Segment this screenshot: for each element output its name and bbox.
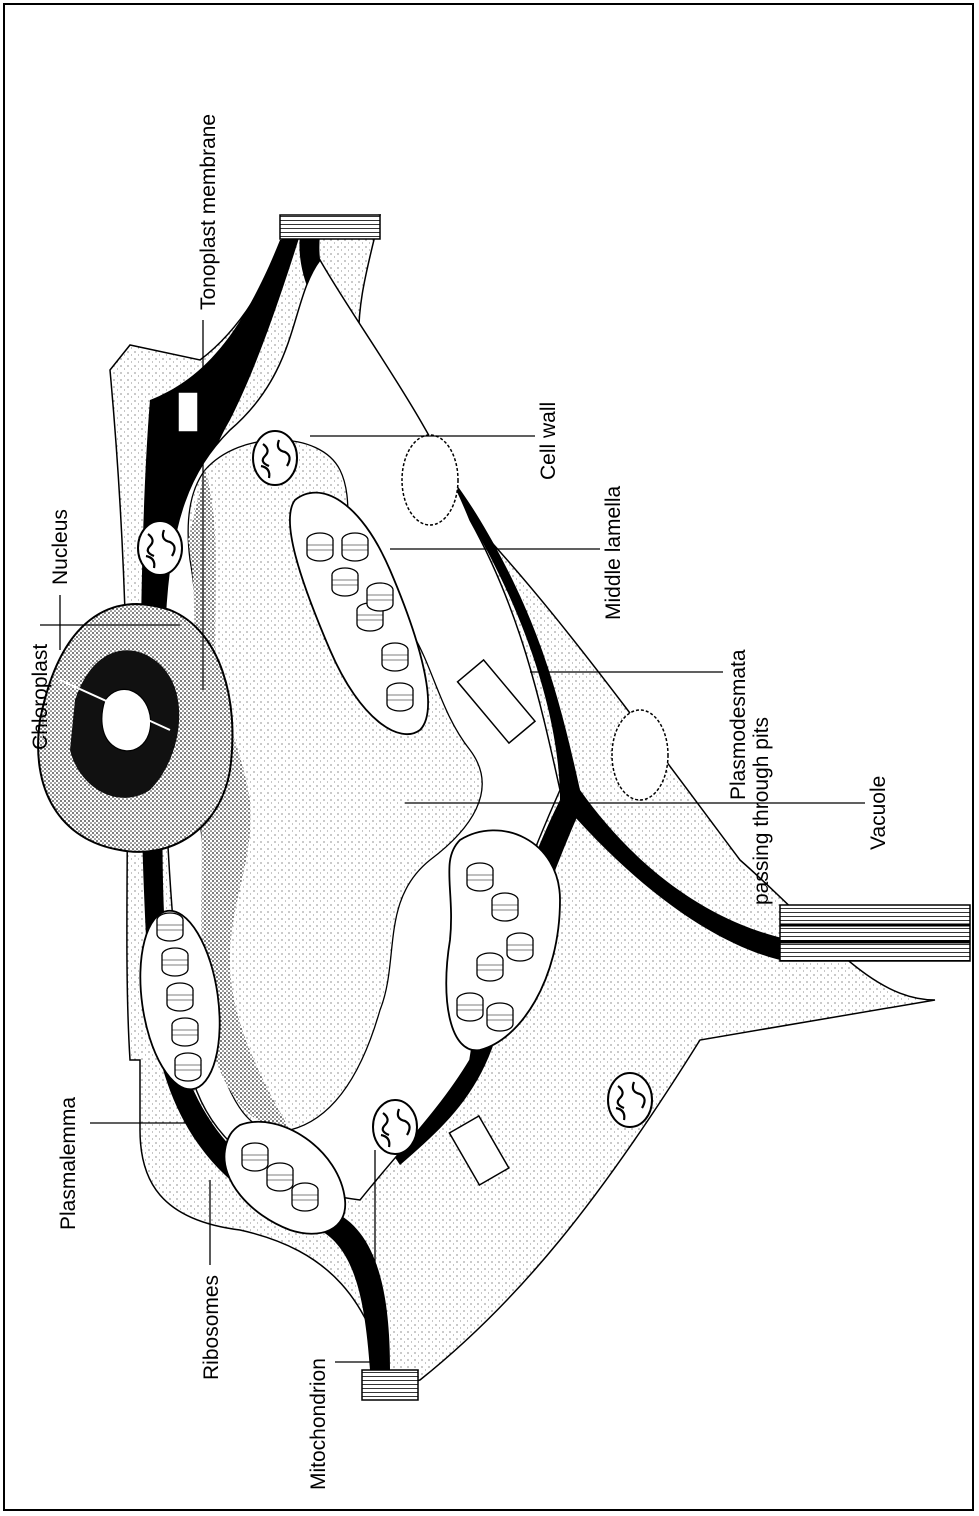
label-mitochondrion: Mitochondrion — [307, 1358, 330, 1490]
label-tonoplast-membrane: Tonoplast membrane — [197, 114, 220, 310]
label-plasmalemma: Plasmalemma — [57, 1097, 80, 1230]
label-nucleus: Nucleus — [49, 509, 72, 585]
label-chloroplast: Chloroplast — [29, 644, 52, 750]
label-plasmodesmata: Plasmodesmata — [727, 649, 750, 800]
label-vacuole: Vacuole — [867, 776, 890, 850]
label-ribosomes: Ribosomes — [200, 1275, 223, 1380]
label-middle-lamella: Middle lamella — [602, 485, 625, 620]
label-plasmodesmata-line2: passing through pits — [750, 717, 773, 905]
label-cell-wall: Cell wall — [537, 402, 560, 480]
